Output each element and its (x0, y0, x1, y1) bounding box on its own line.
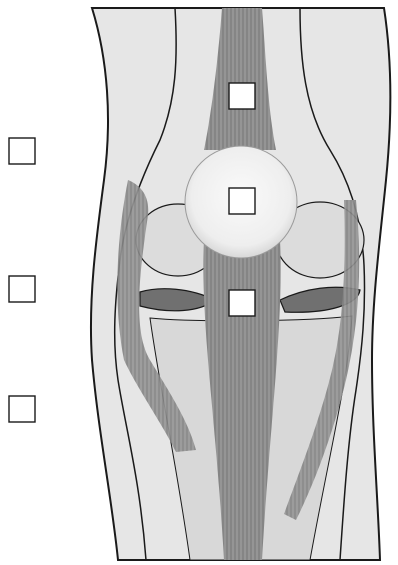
label-box-1[interactable] (229, 83, 255, 109)
label-box-3[interactable] (229, 188, 255, 214)
label-box-4[interactable] (9, 276, 35, 302)
label-box-5[interactable] (229, 290, 255, 316)
label-box-6[interactable] (9, 396, 35, 422)
label-box-2[interactable] (9, 138, 35, 164)
